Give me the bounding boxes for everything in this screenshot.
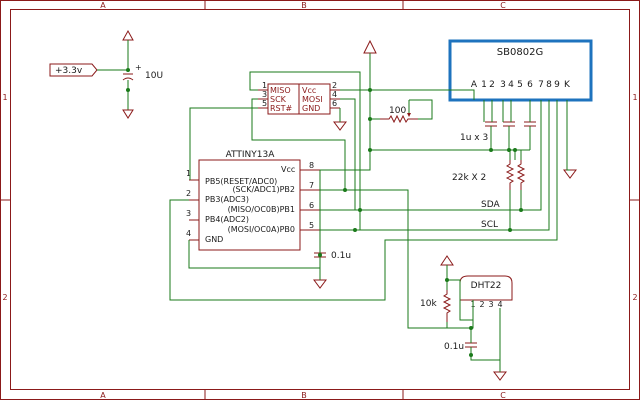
lcd-pin-8: 8 <box>546 80 552 90</box>
mcu-label-pb0: (MOSI/OC0A)PB0 <box>228 225 295 234</box>
mcu-label-pb5: PB5(RESET/ADC0) <box>205 177 277 186</box>
sda-label: SDA <box>481 200 500 210</box>
lcd-pin-1: 1 <box>481 80 487 90</box>
dht22-pin-2: 2 <box>479 300 484 309</box>
frame-row-label-right-2: 2 <box>632 293 637 302</box>
isp-label-gnd: GND <box>302 104 320 113</box>
mcu-label-gnd: GND <box>205 235 223 244</box>
lcd-pin-4: 4 <box>508 80 514 90</box>
isp-pin-5: 5 <box>262 99 267 108</box>
frame-col-label-top-1: A <box>100 1 106 10</box>
frame-row-label-right-1: 1 <box>632 93 637 102</box>
dht22-name: DHT22 <box>471 281 502 291</box>
mcu-name: ATTINY13A <box>226 150 276 160</box>
lcd-pin-6: 6 <box>527 80 533 90</box>
isp-pin-4: 4 <box>332 90 337 99</box>
supply-cap-value: 10U <box>145 71 163 81</box>
isp-label-rst: RST# <box>270 104 293 113</box>
isp-label-sck: SCK <box>270 95 287 104</box>
lcd-gnd-symbol <box>563 169 577 179</box>
power-input-text: +3.3v <box>55 66 83 76</box>
pullup-label: 22k X 2 <box>452 173 486 183</box>
mcu-pin-1: 1 <box>186 169 191 178</box>
frame-col-label-top-2: B <box>301 1 307 10</box>
isp-label-mosi: MOSI <box>302 95 323 104</box>
supply-capacitor: + 10U <box>122 29 163 119</box>
frame-col-label-bottom-1: A <box>100 391 106 400</box>
lcd-vcc-symbol <box>363 39 377 54</box>
supply-cap-polarity: + <box>135 63 142 72</box>
lcd-caps-label: 1u x 3 <box>460 133 488 143</box>
mcu-attiny13a: ATTINY13A Vcc PB5(RESET/ADC0) PB3(ADC3) … <box>186 150 320 251</box>
isp-label-miso: MISO <box>270 86 291 95</box>
lcd-pin-k: K <box>564 80 571 90</box>
mcu-pin-7: 7 <box>309 181 314 190</box>
contrast-pot: 100 <box>380 100 418 124</box>
mcu-pin-8: 8 <box>309 161 314 170</box>
lcd-pin-9: 9 <box>554 80 560 90</box>
isp-label-vcc: Vcc <box>302 86 316 95</box>
mcu-label-pb1: (MISO/OC0B)PB1 <box>228 205 295 214</box>
lcd-pin-2: 2 <box>489 80 495 90</box>
lcd-pin-3: 3 <box>500 80 506 90</box>
mcu-label-pb3: PB3(ADC3) <box>205 195 249 204</box>
mcu-cap-value: 0.1u <box>331 251 351 261</box>
frame-col-label-top-3: C <box>500 1 506 10</box>
isp-header: MISO Vcc SCK MOSI RST# GND 1 2 3 4 5 6 <box>258 81 347 131</box>
mcu-vcc-label: Vcc <box>281 165 295 174</box>
frame-col-label-bottom-2: B <box>301 391 307 400</box>
power-input-label: +3.3v <box>49 63 130 77</box>
pot-value: 100 <box>389 106 406 116</box>
dht22-res-value: 10k <box>420 299 437 309</box>
mcu-pin-3: 3 <box>186 209 191 218</box>
scl-label: SCL <box>481 220 498 230</box>
frame-row-label-left-1: 1 <box>2 93 7 102</box>
dht22-pin-3: 3 <box>488 300 493 309</box>
frame-row-label-left-2: 2 <box>2 293 7 302</box>
mcu-pin-2: 2 <box>186 189 191 198</box>
dht22-cap-value: 0.1u <box>444 342 464 352</box>
pullup-resistors: 22k X 2 <box>452 160 526 190</box>
mcu-pin-4: 4 <box>186 229 191 238</box>
frame-col-label-bottom-3: C <box>500 391 506 400</box>
junctions <box>318 88 523 357</box>
lcd-pin-5: 5 <box>517 80 523 90</box>
lcd-pin-a: A <box>471 80 478 90</box>
dht22-pin-4: 4 <box>497 300 502 309</box>
isp-pin-3: 3 <box>262 90 267 99</box>
isp-pin-6: 6 <box>332 99 337 108</box>
mcu-pin-5: 5 <box>309 221 314 230</box>
mcu-label-pb4: PB4(ADC2) <box>205 215 249 224</box>
isp-pin-1: 1 <box>262 81 267 90</box>
mcu-pin-6: 6 <box>309 201 314 210</box>
lcd-pin-7: 7 <box>538 80 544 90</box>
lcd-name: SB0802G <box>497 47 543 58</box>
dht22-sensor: DHT22 1 2 3 4 10k 0.1u <box>420 255 513 381</box>
isp-pin-2: 2 <box>332 81 337 90</box>
lcd-module: SB0802G A 1 2 3 4 5 6 7 8 9 K <box>448 39 593 102</box>
lcd-caps: 1u x 3 <box>460 121 536 143</box>
mcu-label-pb2: (SCK/ADC1)PB2 <box>232 185 295 194</box>
